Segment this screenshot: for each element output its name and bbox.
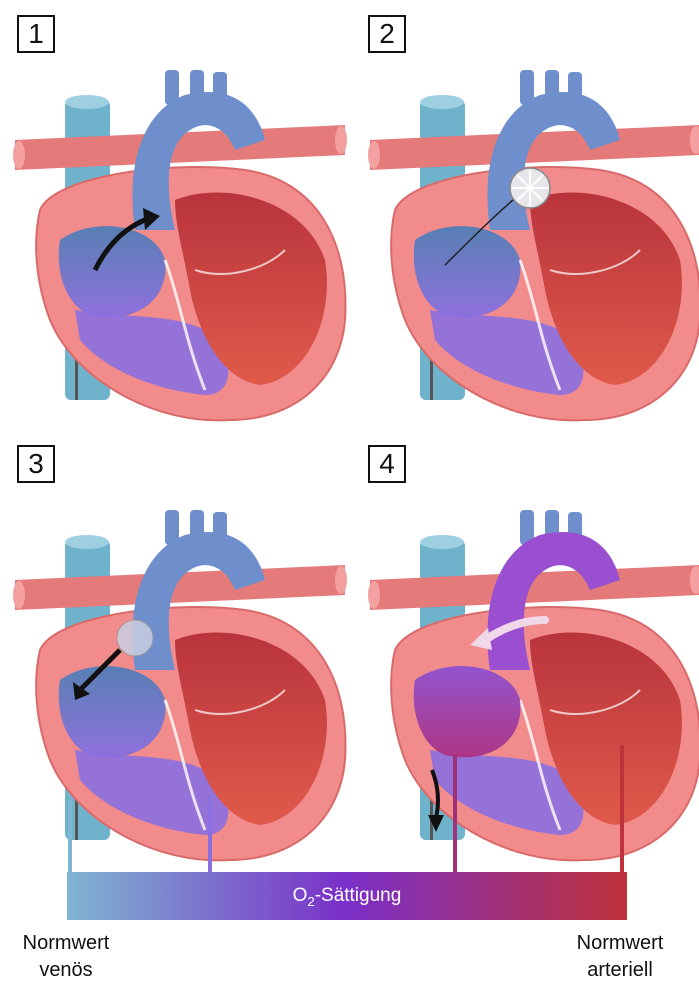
o2-saturation-bar — [67, 872, 627, 920]
scale-connectors — [68, 745, 624, 880]
normwert-venoes-label: Normwert venös — [22, 932, 110, 981]
panel-number-3: 3 — [17, 445, 55, 483]
balloon-icon — [509, 167, 551, 209]
heart-panel-3 — [11, 508, 349, 862]
panel-number-1: 1 — [17, 15, 55, 53]
heart-panel-1 — [11, 68, 349, 422]
heart-panel-2 — [366, 68, 699, 422]
septal-defect-icon — [116, 619, 154, 657]
panel-number-2: 2 — [368, 15, 406, 53]
down-arrow-icon — [430, 769, 441, 819]
o2-saturation-label: O2-Sättigung — [292, 885, 402, 909]
normwert-arteriell-label: Normwert arteriell — [576, 932, 664, 981]
panel-number-4: 4 — [368, 445, 406, 483]
curved-arrow-icon — [78, 648, 122, 692]
heart-panel-4 — [366, 508, 699, 862]
